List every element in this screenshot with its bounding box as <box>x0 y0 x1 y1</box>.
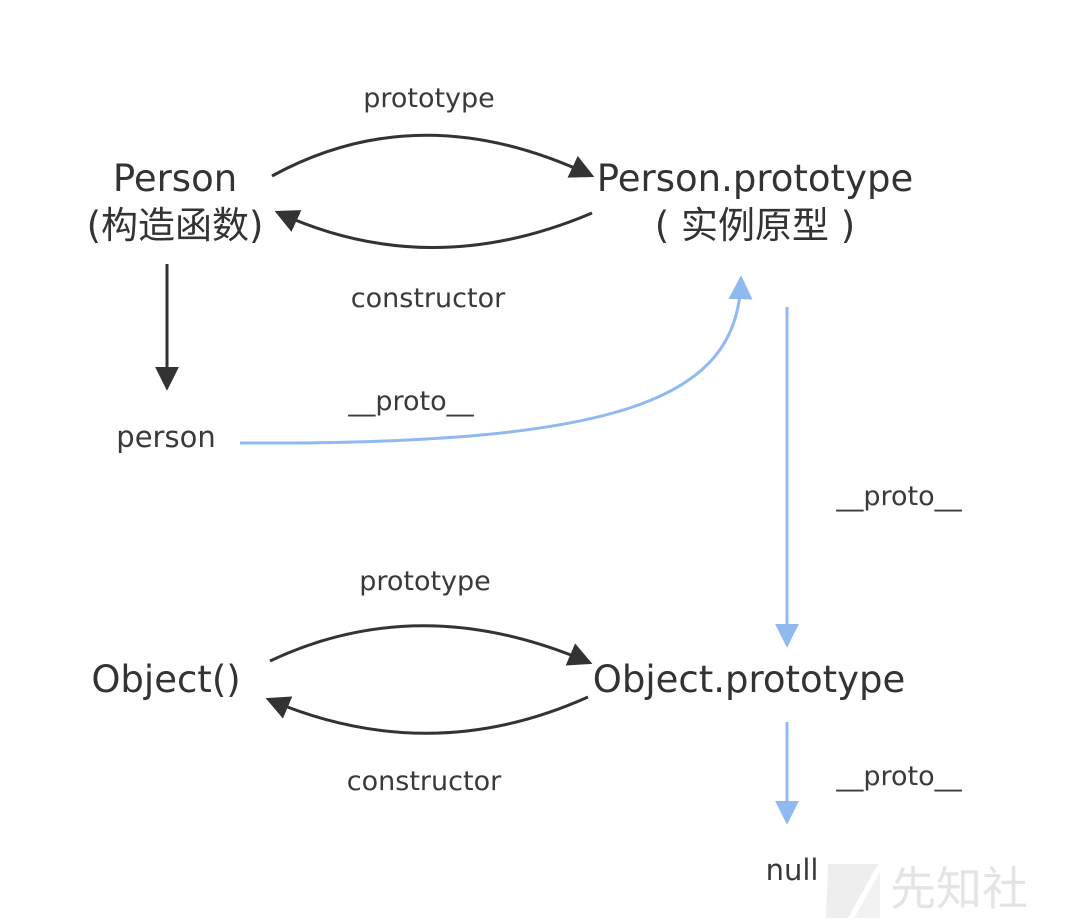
label-person-proto: __proto__ <box>348 386 474 417</box>
node-person-instance: person <box>116 420 216 454</box>
edge-person-proto-arrow <box>239 275 753 445</box>
node-person-constructor-subtitle: (构造函数) <box>86 204 264 247</box>
edge-person-prototype-arrow <box>271 133 595 178</box>
edge-object-prototype-arrow <box>269 624 593 666</box>
label-person-prototype-proto: __proto__ <box>836 481 962 512</box>
node-object-constructor: Object() <box>91 658 241 701</box>
node-person-prototype-name: Person.prototype <box>596 157 914 200</box>
edge-object-constructor-arrow <box>265 695 589 735</box>
node-person-constructor-name: Person <box>112 157 238 200</box>
node-person-prototype-subtitle: ( 实例原型 ) <box>654 204 856 247</box>
label-object-constructor: constructor <box>346 766 502 797</box>
label-object-prototype: prototype <box>359 566 491 597</box>
node-object-prototype: Object.prototype <box>592 658 906 701</box>
watermark-text: 先知社 <box>890 862 1028 916</box>
label-object-prototype-proto: __proto__ <box>836 761 962 792</box>
edge-person-constructor-arrow <box>274 210 593 249</box>
label-person-constructor: constructor <box>350 283 506 314</box>
node-null: null <box>765 853 819 887</box>
label-person-prototype: prototype <box>363 83 495 114</box>
xianzhi-logo-icon <box>826 864 880 918</box>
